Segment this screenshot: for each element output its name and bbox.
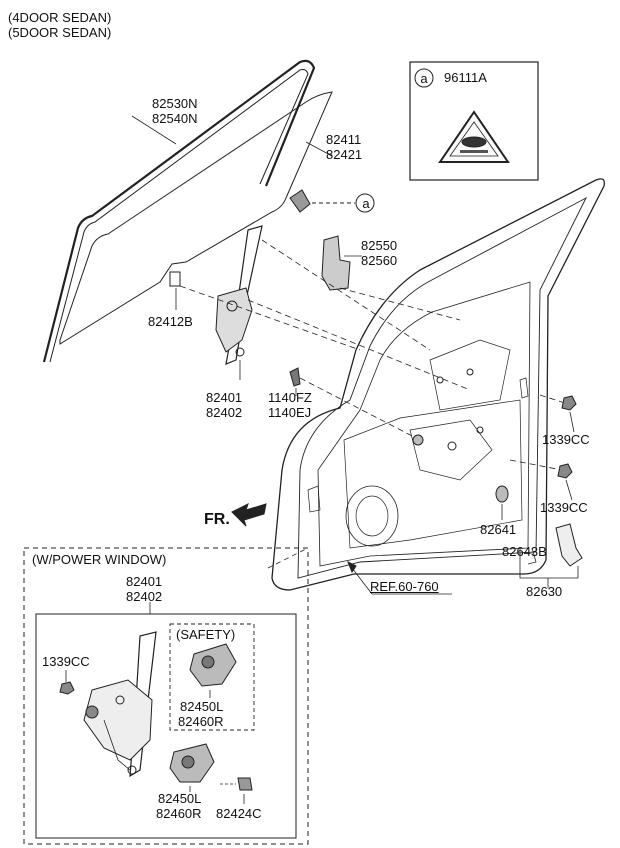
part-82530N: 82530N xyxy=(152,96,198,111)
label-box-part-no: 96111A xyxy=(444,70,487,85)
part-82550: 82550 xyxy=(361,238,398,253)
nut-lower xyxy=(557,463,573,501)
part-82412B: 82412B xyxy=(148,314,193,329)
pw-part-82450L: 82450L xyxy=(158,791,202,806)
part-82641: 82641 xyxy=(480,522,517,537)
front-arrow xyxy=(231,503,267,527)
power-regulator xyxy=(83,631,157,778)
part-82421: 82421 xyxy=(326,147,363,162)
front-label: FR. xyxy=(204,511,230,528)
safety-part-82450L: 82450L xyxy=(180,699,224,714)
part-82411: 82411 xyxy=(326,132,362,147)
window-motor xyxy=(169,743,215,792)
power-window-title: (W/POWER WINDOW) xyxy=(32,552,167,567)
pw-part-1339CC: 1339CC xyxy=(42,654,90,669)
reference-label: REF.60-760 xyxy=(370,579,439,594)
safety-motor xyxy=(189,643,237,698)
pw-part-82401: 82401 xyxy=(126,574,163,589)
door-panel xyxy=(271,178,605,591)
glass-run-channel xyxy=(42,59,316,363)
label-box-callout: a xyxy=(420,71,428,86)
safety-part-82460R: 82460R xyxy=(178,714,224,729)
rear-channel xyxy=(321,235,362,291)
part-82402: 82402 xyxy=(206,405,243,420)
label-box xyxy=(409,61,539,181)
glass-stopper xyxy=(169,271,181,310)
part-82401: 82401 xyxy=(206,390,243,405)
part-1140FZ: 1140FZ xyxy=(268,390,312,405)
header-line-2: (5DOOR SEDAN) xyxy=(8,25,112,40)
power-nut xyxy=(59,670,75,695)
pw-part-82402: 82402 xyxy=(126,589,163,604)
ref-leader xyxy=(347,560,452,595)
safety-title: (SAFETY) xyxy=(176,627,236,642)
part-82560: 82560 xyxy=(361,253,398,268)
part-1339CC-lower: 1339CC xyxy=(540,500,588,515)
door-handle xyxy=(519,523,583,588)
window-regulator xyxy=(215,225,263,380)
door-glass xyxy=(59,91,333,345)
nut-upper xyxy=(561,395,577,433)
part-1140EJ: 1140EJ xyxy=(268,405,312,420)
connector xyxy=(220,777,253,804)
grommet xyxy=(495,485,509,520)
power-window-inner-box xyxy=(35,613,297,839)
bolt xyxy=(289,367,301,396)
pw-part-82424C: 82424C xyxy=(216,806,262,821)
power-window-box xyxy=(23,547,309,845)
part-82630: 82630 xyxy=(526,584,563,599)
pw-part-82460R: 82460R xyxy=(156,806,202,821)
callout-a-marker: a xyxy=(362,196,370,211)
bracket-part xyxy=(289,189,375,213)
header-line-1: (4DOOR SEDAN) xyxy=(8,10,112,25)
part-1339CC-upper: 1339CC xyxy=(542,432,590,447)
part-82540N: 82540N xyxy=(152,111,198,126)
safety-box xyxy=(169,623,255,731)
part-82643B: 82643B xyxy=(502,544,547,559)
